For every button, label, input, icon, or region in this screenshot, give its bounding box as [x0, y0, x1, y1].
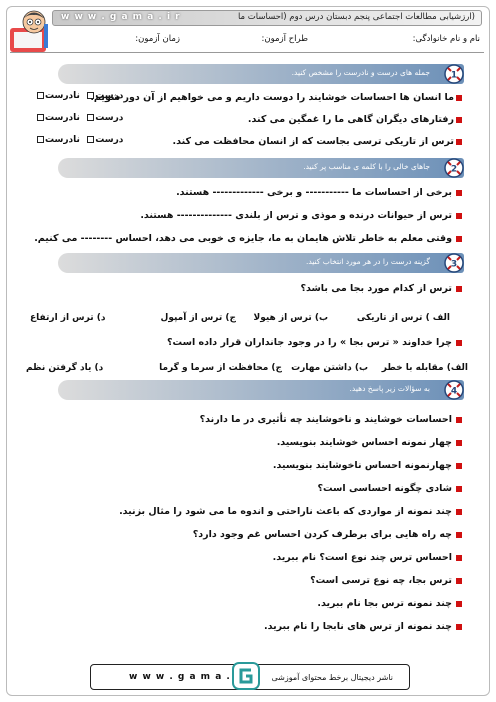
bullet-icon: [456, 417, 462, 423]
mc-1-option-d[interactable]: د) ترس از ارتفاع: [30, 313, 106, 323]
bullet-icon: [456, 213, 462, 219]
true-checkbox-3[interactable]: [87, 136, 95, 143]
mc-2-option-c[interactable]: ج) محافظت از سرما و گرما: [159, 363, 282, 373]
gama-logo-icon: [232, 662, 260, 690]
true-option-2[interactable]: درست: [86, 113, 123, 123]
true-checkbox-2[interactable]: [87, 114, 95, 121]
section-3-title: گزینه درست را در هر مورد انتخاب کنید.: [305, 257, 430, 266]
section-2-title: جاهای خالی را با کلمه ی مناسب پر کنید.: [303, 162, 430, 171]
page-frame: [6, 6, 490, 696]
section-2-number-icon: 2: [444, 158, 464, 178]
false-option-1[interactable]: نادرست: [36, 91, 80, 101]
false-checkbox-3[interactable]: [37, 136, 44, 143]
bullet-icon: [456, 117, 462, 123]
info-row: نام و نام خانوادگی: . طراح آزمون: زمان آ…: [135, 34, 480, 44]
bullet-icon: [456, 463, 462, 469]
mc-2-option-b[interactable]: ب) داشتن مهارت: [291, 363, 368, 373]
false-checkbox-2[interactable]: [37, 114, 44, 121]
true-option-1[interactable]: درست: [86, 91, 123, 101]
bullet-icon: [456, 139, 462, 145]
bullet-icon: [456, 578, 462, 584]
mc-1-option-c[interactable]: ج) ترس از آمپول: [160, 313, 236, 323]
bullet-icon: [456, 509, 462, 515]
bullet-icon: [456, 624, 462, 630]
false-option-2[interactable]: نادرست: [36, 113, 80, 123]
header-site: w w w . g a m a . i r: [61, 12, 181, 22]
true-option-3[interactable]: درست: [86, 135, 123, 145]
tf-options-2: درست نادرست: [36, 113, 123, 123]
footer-publisher: ناشر دیجیتال برخط محتوای آموزشی: [271, 673, 393, 682]
short-answer-4: شادی چگونه احساسی است؟: [317, 483, 452, 494]
bullet-icon: [456, 340, 462, 346]
section-4-title: به سؤالات زیر پاسخ دهید.: [349, 384, 430, 393]
bullet-icon: [456, 486, 462, 492]
section-1-title: جمله های درست و نادرست را مشخص کنید.: [291, 68, 430, 77]
bullet-icon: [456, 440, 462, 446]
section-1-number-icon: 1: [444, 64, 464, 84]
bullet-icon: [456, 286, 462, 292]
tf-options-1: درست نادرست: [36, 91, 123, 101]
false-checkbox-1[interactable]: [37, 92, 44, 99]
header-bar: w w w . g a m a . i r (ارزشیابی مطالعات …: [52, 10, 482, 26]
tf-question-2: رفتارهای دیگران گاهی ما را غمگین می کند.: [247, 114, 454, 125]
svg-text:1: 1: [451, 71, 457, 81]
footer: w w w . g a m a . i r ناشر دیجیتال برخط …: [90, 662, 410, 690]
short-answer-9: چند نمونه ترس بجا نام ببرید.: [317, 598, 452, 609]
header-divider: [10, 52, 484, 53]
section-3-number-icon: 3: [444, 253, 464, 273]
tf-question-1: ما انسان ها احساسات خوشایند را دوست داری…: [90, 92, 454, 103]
short-answer-1: احساسات خوشایند و ناخوشایند چه تأثیری در…: [199, 414, 452, 425]
short-answer-10: چند نمونه از ترس های نابجا را نام ببرید.: [263, 621, 452, 632]
mc-2-option-a[interactable]: الف) مقابله با خطر: [381, 363, 468, 373]
section-4-number-icon: 4: [444, 380, 464, 400]
page-title: (ارزشیابی مطالعات اجتماعی پنجم دبستان در…: [237, 12, 475, 22]
short-answer-6: چه راه هایی برای برطرف کردن احساس غم وجو…: [192, 529, 452, 540]
svg-text:4: 4: [451, 387, 457, 397]
footer-site-link[interactable]: w w w . g a m a . i r: [129, 672, 249, 682]
section-2-banner: جاهای خالی را با کلمه ی مناسب پر کنید.: [58, 158, 464, 178]
svg-text:2: 2: [451, 165, 457, 175]
fill-blank-2: ترس از حیوانات درنده و موذی و ترس از بلن…: [140, 210, 452, 221]
bullet-icon: [456, 555, 462, 561]
true-checkbox-1[interactable]: [87, 92, 95, 99]
mc-question-1: ترس از کدام مورد بجا می باشد؟: [300, 283, 452, 294]
mc-1-option-b[interactable]: ب) ترس از هیولا: [253, 313, 328, 323]
tf-question-3: ترس از تاریکی ترسی بجاست که از انسان محا…: [172, 136, 455, 147]
fill-blank-1: برخی از احساسات ما ----------- و برخی --…: [176, 187, 452, 198]
svg-text:3: 3: [451, 260, 457, 270]
fill-blank-3: وقتی معلم به خاطر تلاش هایمان به ما، جای…: [34, 233, 452, 244]
section-1-banner: جمله های درست و نادرست را مشخص کنید.: [58, 64, 464, 84]
bullet-icon: [456, 236, 462, 242]
bullet-icon: [456, 532, 462, 538]
short-answer-2: چهار نمونه احساس خوشایند بنویسید.: [276, 437, 452, 448]
tf-options-3: درست نادرست: [36, 135, 123, 145]
section-4-banner: به سؤالات زیر پاسخ دهید.: [58, 380, 464, 400]
short-answer-7: احساس ترس چند نوع است؟ نام ببرید.: [272, 552, 452, 563]
short-answer-5: چند نمونه از مواردی که باعث ناراحتی و ان…: [119, 506, 452, 517]
mc-1-option-a[interactable]: الف ) ترس از تاریکی: [356, 313, 450, 323]
mascot-logo: [10, 10, 48, 52]
time-label: زمان آزمون:: [135, 34, 180, 44]
short-answer-3: چهارنمونه احساس ناخوشایند بنویسید.: [272, 460, 452, 471]
short-answer-8: ترس بجا، چه نوع ترسی است؟: [310, 575, 452, 586]
mc-question-2: چرا خداوند « ترس بجا » را در وجود جاندار…: [167, 337, 452, 348]
bullet-icon: [456, 601, 462, 607]
bullet-icon: [456, 190, 462, 196]
designer-label: طراح آزمون:: [261, 34, 308, 44]
section-3-banner: گزینه درست را در هر مورد انتخاب کنید.: [58, 253, 464, 273]
false-option-3[interactable]: نادرست: [36, 135, 80, 145]
mc-2-option-d[interactable]: د) یاد گرفتن نظم: [26, 363, 104, 373]
bullet-icon: [456, 95, 462, 101]
